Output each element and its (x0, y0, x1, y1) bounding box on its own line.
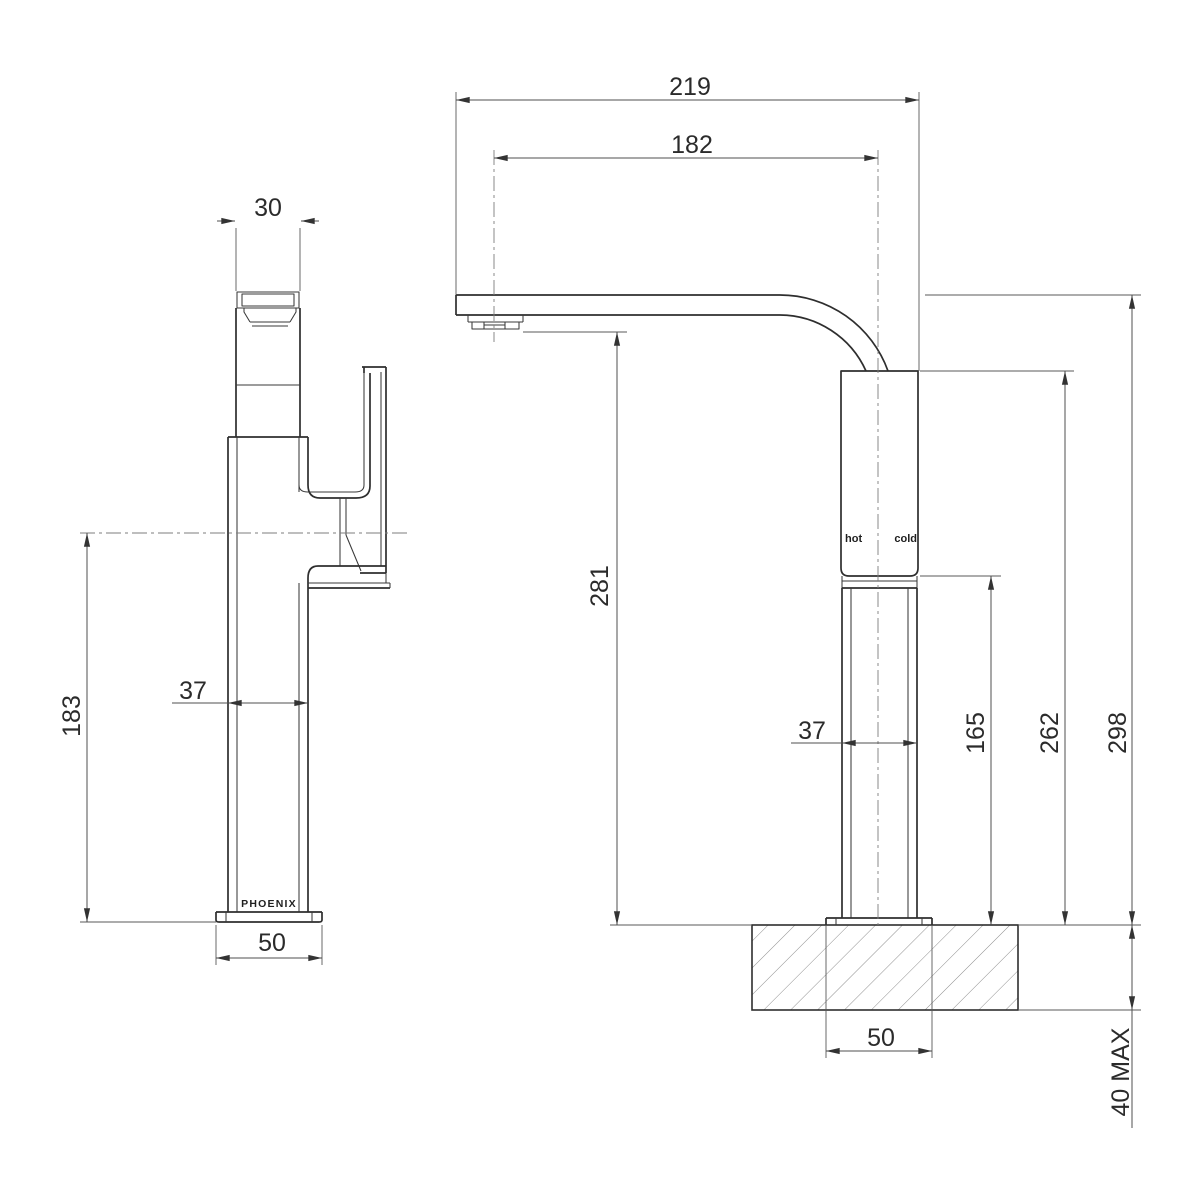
benchtop-hatched (751, 924, 1019, 1011)
cold-label: cold (894, 533, 917, 545)
front-spout-end-block (236, 291, 300, 309)
front-faucet-outline: PHOENIX (80, 291, 407, 923)
side-body (840, 370, 919, 577)
side-base-plate (825, 917, 933, 925)
ext-lines-219 (455, 92, 920, 371)
side-body-band-detail (841, 576, 918, 588)
front-base-plate (215, 911, 323, 923)
dim-label-overall-height: 298 (1104, 712, 1132, 754)
dim-label-body-width-side: 37 (798, 717, 826, 745)
dim-label-height-183: 183 (58, 695, 86, 737)
dim-label-body-width-front: 37 (179, 677, 207, 705)
hot-label: hot (845, 533, 862, 545)
front-base-plate-ticks (225, 912, 313, 922)
dim-label-overall-reach: 219 (669, 73, 711, 101)
dim-label-bench-thickness: 40 MAX (1107, 1027, 1135, 1116)
front-handle-stem (339, 498, 362, 572)
front-view: PHOENIX 30 183 37 50 (58, 194, 407, 965)
front-aerator-nozzle (243, 308, 297, 327)
bench-section (610, 924, 1141, 1011)
side-dimensions: 219 182 281 37 165 262 298 (455, 73, 1141, 1128)
dim-label-lower-body-height: 165 (962, 712, 990, 754)
front-handle-channel-inner (298, 373, 365, 493)
front-handle-channel-outer (307, 373, 371, 499)
front-handle-ledge-detail (308, 573, 391, 588)
front-spout-column (235, 308, 301, 437)
front-dimensions: 30 183 37 50 (58, 194, 323, 965)
dim-label-outlet-height: 281 (586, 565, 614, 607)
front-body-outline (227, 436, 309, 912)
dim-label-upper-body-height: 262 (1036, 712, 1064, 754)
side-faucet-outline: hot cold (455, 150, 933, 925)
front-spout-end-inner (241, 293, 295, 307)
dim-label-base-width-side: 50 (867, 1024, 895, 1052)
side-column (841, 588, 918, 918)
front-handle-blade (360, 366, 387, 574)
front-body-face-lines (236, 437, 300, 912)
front-handle-ledge (307, 565, 390, 589)
ext-lines-30 (235, 228, 301, 291)
dim-label-base-width-front: 50 (258, 929, 286, 957)
side-spout-bottom (456, 314, 867, 372)
side-view: hot cold 219 182 281 37 165 (455, 73, 1141, 1128)
side-base-plate-ticks (835, 918, 923, 925)
ext-lines-50-side (825, 925, 933, 1058)
brand-label: PHOENIX (241, 898, 297, 910)
side-column-face-lines (850, 588, 909, 918)
side-aerator (467, 315, 524, 330)
bench-extension-lines (610, 924, 1141, 1011)
dim-label-spout-width: 30 (254, 194, 282, 222)
side-spout-top (456, 294, 889, 372)
dim-label-spout-reach: 182 (671, 131, 713, 159)
